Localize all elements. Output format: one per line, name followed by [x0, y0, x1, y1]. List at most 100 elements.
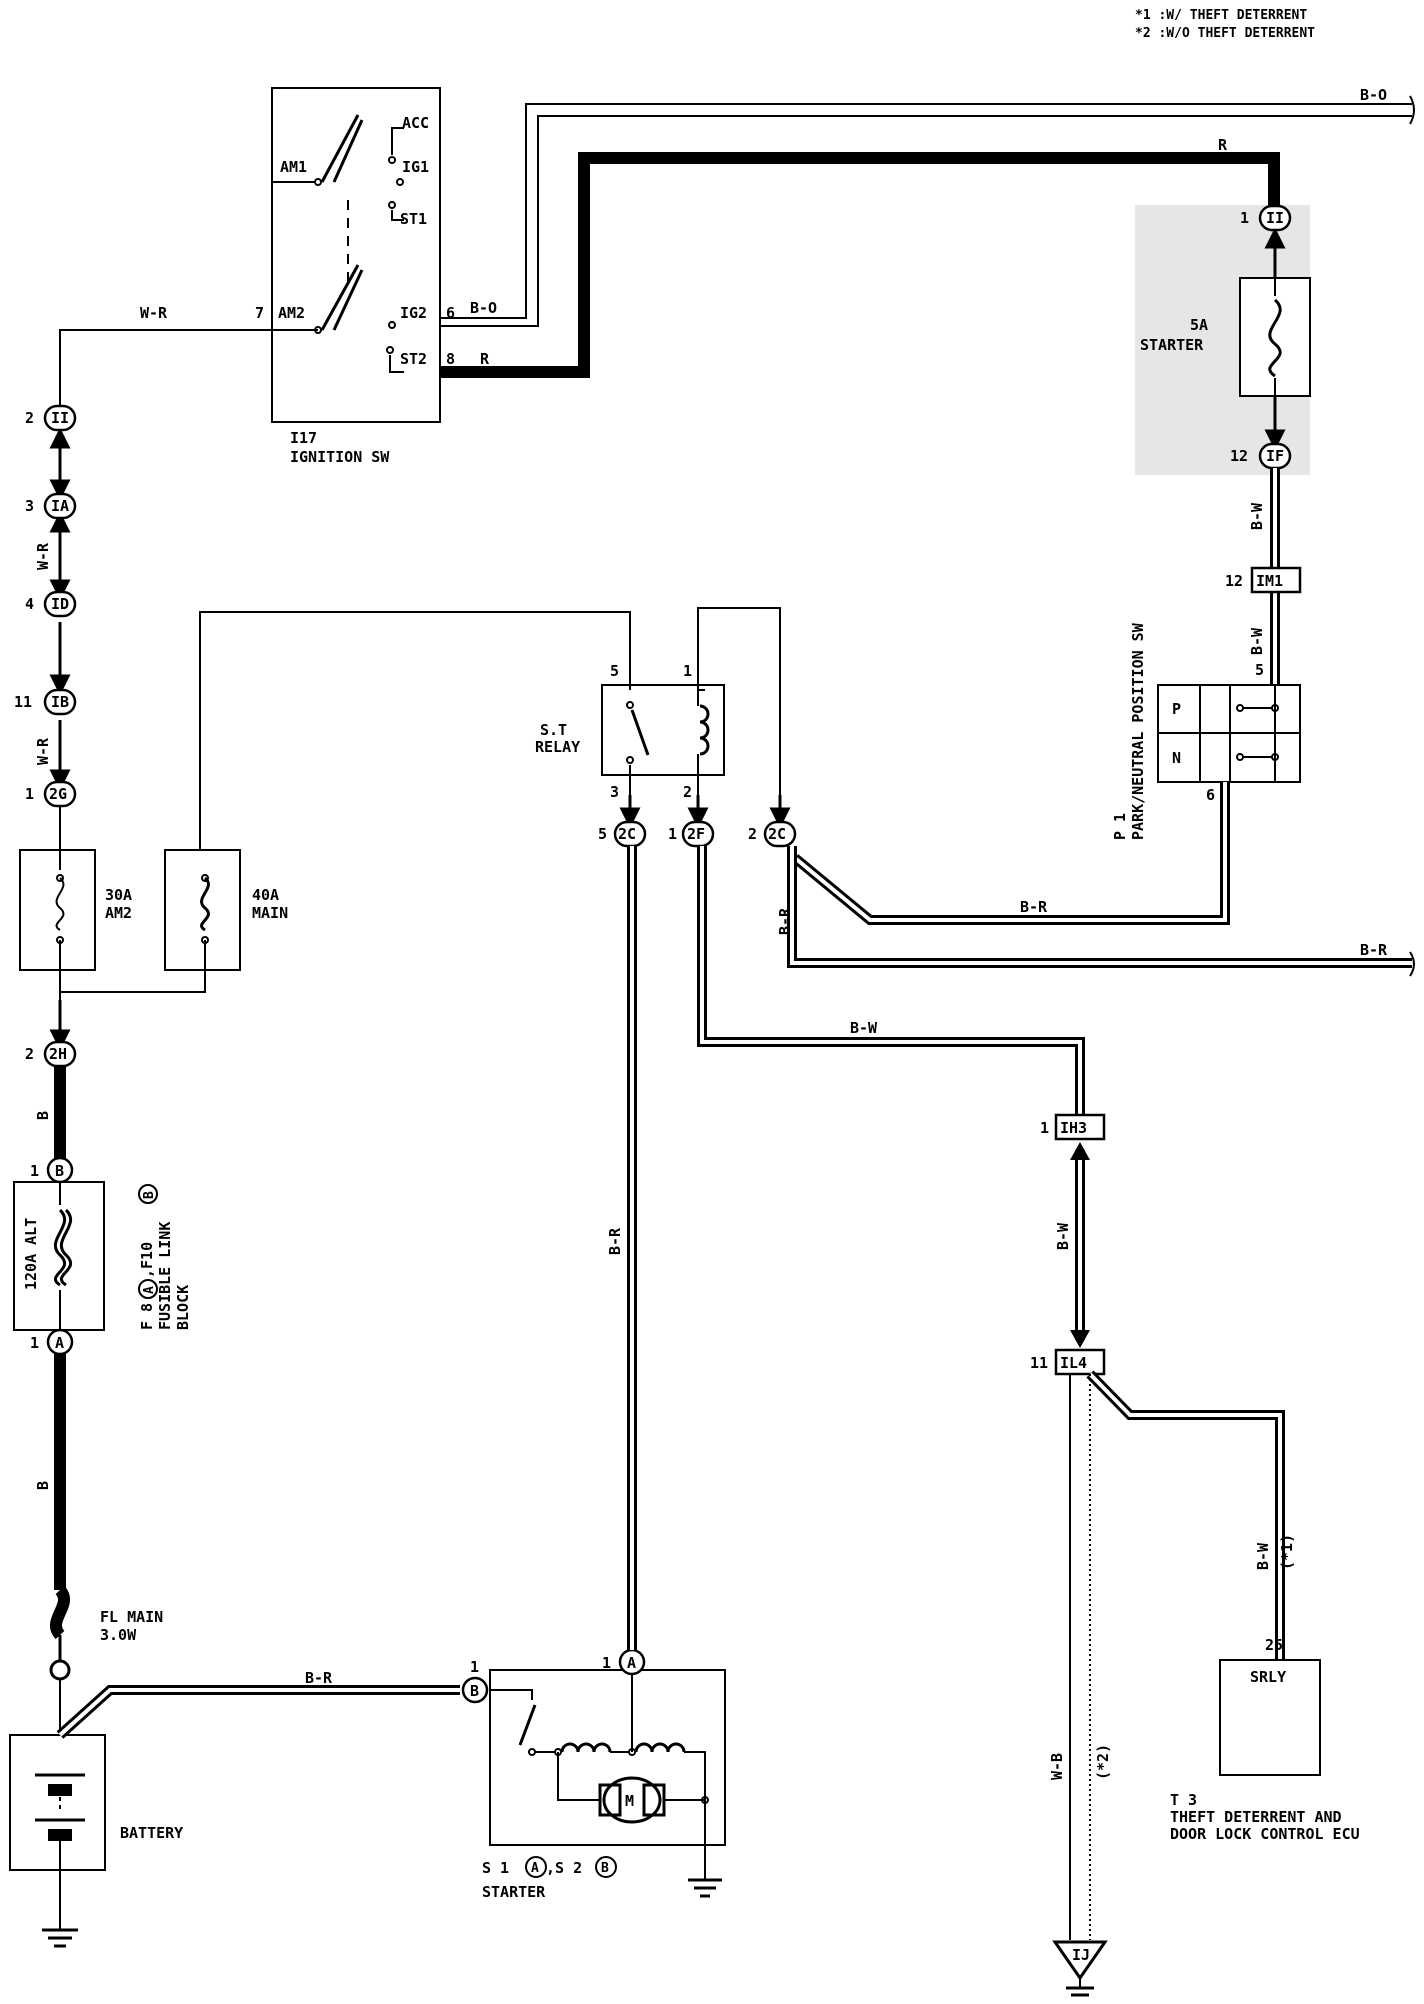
svg-text:25: 25 — [1265, 1636, 1283, 1654]
svg-text:RELAY: RELAY — [535, 738, 580, 756]
starter-fuse-area: 5A STARTER — [1135, 205, 1311, 475]
svg-text:W-R: W-R — [34, 542, 52, 570]
svg-text:BLOCK: BLOCK — [174, 1285, 192, 1330]
svg-text:W-R: W-R — [140, 304, 168, 322]
svg-text:II: II — [51, 409, 69, 427]
connector-im1: IM1 12 — [1225, 566, 1302, 594]
svg-text:IH3: IH3 — [1060, 1119, 1087, 1137]
connector-ib: IB 11 — [14, 688, 77, 716]
svg-text:1: 1 — [1240, 209, 1249, 227]
svg-text:1: 1 — [602, 1654, 611, 1672]
connector-2h: 2H 2 — [25, 1040, 77, 1068]
svg-text:5: 5 — [1255, 661, 1264, 679]
fuse-starter-rating: 5A — [1190, 316, 1208, 334]
connector-ii-left: II 2 — [25, 404, 77, 432]
svg-text:1: 1 — [1040, 1119, 1049, 1137]
wire-b-r-battery: B-R — [56, 1669, 460, 1739]
svg-text:P 1: P 1 — [1111, 813, 1129, 840]
svg-text:12: 12 — [1230, 447, 1248, 465]
wire-label-b-o-2: B-O — [470, 299, 497, 317]
connector-2f: 2F 1 — [668, 820, 715, 848]
fl-main-link: FL MAIN 3.0W — [49, 1585, 163, 1735]
theft-deterrent-ecu: SRLY 25 T 3 THEFT DETERRENT AND DOOR LOC… — [1170, 1636, 1360, 1843]
note-w-theft: *1 :W/ THEFT DETERRENT — [1135, 8, 1307, 23]
svg-text:IB: IB — [51, 693, 69, 711]
wire-b-r-pn: B-R B-R B-R — [776, 782, 1415, 977]
wire-label-b-lower: B — [34, 1481, 52, 1490]
svg-text:ID: ID — [51, 595, 69, 613]
park-neutral-switch: P N 5 6 P 1 PARK/NEUTRAL POSITION SW — [1111, 622, 1301, 840]
svg-text:B-R: B-R — [606, 1227, 624, 1255]
svg-text:1: 1 — [668, 825, 677, 843]
terminal-st2: ST2 — [400, 350, 427, 368]
terminal-am1: AM1 — [280, 158, 307, 176]
svg-text:2H: 2H — [49, 1045, 67, 1063]
wire-b-o: B-O B-O — [440, 86, 1415, 327]
wire-b-w-ih3-il4: B-W — [1054, 1142, 1090, 1348]
terminal-acc: ACC — [402, 114, 429, 132]
svg-text:M: M — [625, 1792, 634, 1810]
svg-text:IL4: IL4 — [1060, 1354, 1087, 1372]
svg-text:PARK/NEUTRAL POSITION SW: PARK/NEUTRAL POSITION SW — [1129, 622, 1147, 840]
svg-text:DOOR LOCK CONTROL ECU: DOOR LOCK CONTROL ECU — [1170, 1825, 1360, 1843]
svg-text:11: 11 — [1030, 1354, 1048, 1372]
svg-text:A: A — [142, 1286, 157, 1294]
pin-ig2: 6 — [446, 304, 455, 322]
svg-text:F 8: F 8 — [138, 1303, 156, 1330]
st-relay: 5 1 3 2 S.T RELAY — [535, 607, 791, 829]
svg-text:A: A — [531, 1861, 539, 1876]
svg-text:3: 3 — [610, 783, 619, 801]
connector-il4: IL4 11 — [1030, 1348, 1106, 1376]
fusible-link-block: B 1 120A ALT A 1 F 8 A ,F10 B FUSIBLE LI… — [13, 1156, 192, 1356]
svg-text:THEFT DETERRENT AND: THEFT DETERRENT AND — [1170, 1808, 1342, 1826]
connector-2c-right: 2C 2 — [748, 820, 797, 848]
wire-b-w-pn: B-W B-W — [1248, 468, 1280, 685]
svg-text:FUSIBLE LINK: FUSIBLE LINK — [156, 1222, 174, 1330]
pin-am2: 7 — [255, 304, 264, 322]
wire-b-r-starter: B-R — [606, 846, 637, 1650]
svg-text:W-R: W-R — [34, 737, 52, 765]
svg-text:3.0W: 3.0W — [100, 1626, 137, 1644]
svg-text:IJ: IJ — [1072, 1946, 1090, 1964]
svg-text:2: 2 — [748, 825, 757, 843]
connector-2g: 2G 1 — [25, 780, 77, 808]
ignition-sw-name: IGNITION SW — [290, 448, 390, 466]
svg-text:W-B: W-B — [1048, 1753, 1066, 1780]
svg-text:B: B — [142, 1191, 157, 1199]
svg-text:AM2: AM2 — [105, 904, 132, 922]
battery: BATTERY — [9, 1734, 183, 1948]
svg-text:3: 3 — [25, 497, 34, 515]
fuse-starter-name: STARTER — [1140, 336, 1204, 354]
svg-text:A: A — [55, 1334, 64, 1352]
connector-ii-top: II 1 — [1240, 204, 1292, 232]
wire-w-b-ground: W-B (*2) IJ — [1048, 1374, 1112, 1997]
svg-text:,S 2: ,S 2 — [546, 1859, 582, 1877]
svg-text:B-R: B-R — [1360, 941, 1388, 959]
svg-text:B-R: B-R — [1020, 898, 1048, 916]
svg-text:B-W: B-W — [1248, 502, 1266, 530]
connector-2c-left: 2C 5 — [598, 820, 647, 848]
svg-text:30A: 30A — [105, 886, 132, 904]
svg-text:2C: 2C — [618, 825, 636, 843]
svg-text:B: B — [601, 1861, 609, 1876]
ignition-switch: ACC AM1 IG1 ST1 AM2 IG2 ST2 7 6 8 I17 IG… — [255, 87, 455, 466]
note-wo-theft: *2 :W/O THEFT DETERRENT — [1135, 26, 1315, 41]
terminal-ig2: IG2 — [400, 304, 427, 322]
connector-ia: IA 3 — [25, 492, 77, 520]
pin-st2: 8 — [446, 350, 455, 368]
starter-motor: B 1 A 1 M S 1 A ,S 2 B STARTER — [461, 1648, 726, 1901]
svg-text:B: B — [55, 1162, 64, 1180]
wire-label-r-2: R — [480, 350, 490, 368]
wire-b-w-relay: B-W — [697, 846, 1085, 1115]
svg-text:A: A — [627, 1654, 636, 1672]
svg-text:B-W: B-W — [1054, 1222, 1072, 1250]
svg-text:IM1: IM1 — [1256, 572, 1283, 590]
svg-text:5: 5 — [610, 662, 619, 680]
svg-text:IA: IA — [51, 497, 69, 515]
svg-text:(*1): (*1) — [1278, 1534, 1296, 1570]
svg-text:12: 12 — [1225, 572, 1243, 590]
svg-text:1: 1 — [30, 1162, 39, 1180]
svg-text:1: 1 — [25, 785, 34, 803]
fuse-main: 40A MAIN — [60, 611, 631, 993]
svg-text:B-W: B-W — [1248, 627, 1266, 655]
